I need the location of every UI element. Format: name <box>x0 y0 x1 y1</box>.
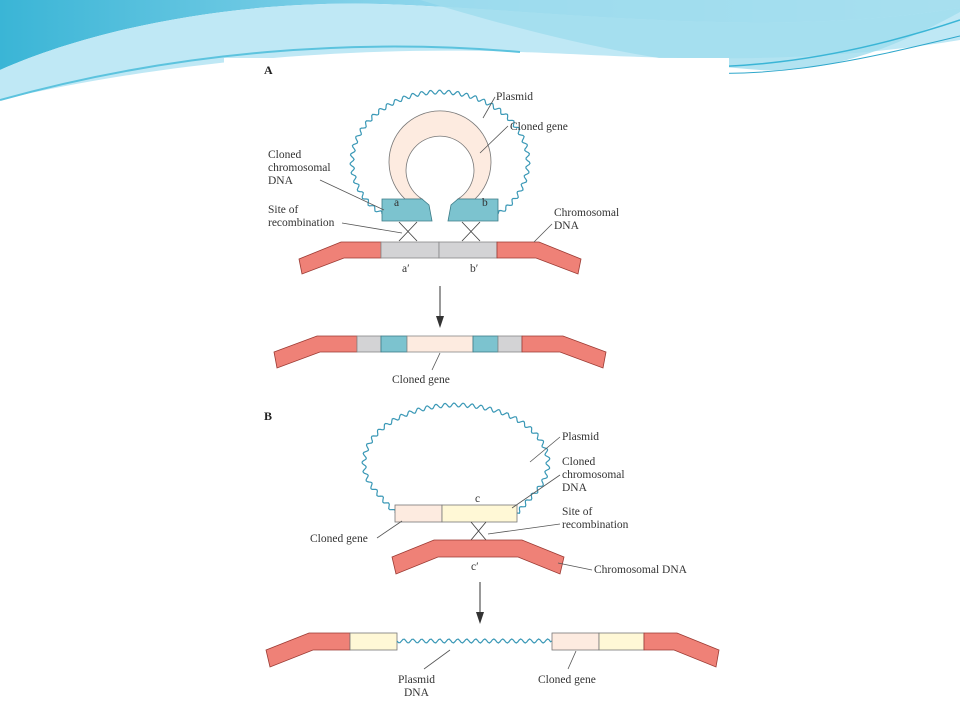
panel-a-arrow-head <box>436 316 444 328</box>
panel-a-result-cloned-gene <box>406 335 474 353</box>
panel-b-region-c-prime-label: c′ <box>471 561 479 573</box>
panel-a-site-of-recombination-leader <box>341 222 403 234</box>
panel-a: A a b a′ b′ <box>264 63 622 386</box>
panel-b-cloned-chromosomal-dna-label: Cloned chromosomal DNA <box>562 456 627 494</box>
panel-a-result-gray-right <box>497 335 523 353</box>
panel-b-chromosomal-dna-leader <box>557 562 593 571</box>
panel-a-region-a-block <box>381 198 433 222</box>
panel-a-chromosome-right-red <box>496 241 582 275</box>
panel-a-crossover-left <box>398 221 418 242</box>
panel-a-cloned-chromosomal-dna-label: Cloned chromosomal DNA <box>268 149 333 187</box>
recombination-diagram: A a b a′ b′ <box>264 63 720 699</box>
panel-a-region-b-label: b <box>482 197 488 209</box>
panel-a-region-b-prime-label: b′ <box>470 263 478 275</box>
panel-b-result-plasmid-dna-leader <box>423 649 451 670</box>
panel-a-region-a-label: a <box>394 197 399 209</box>
panel-b-plasmid-loop <box>361 402 551 514</box>
panel-a-result-left-red <box>273 335 358 369</box>
panel-b-cloned-chromosomal-block <box>441 504 518 523</box>
panel-a-region-a-prime-label: a′ <box>402 263 410 275</box>
panel-b-plasmid-leader <box>529 436 561 463</box>
panel-a-result-gray-left <box>356 335 382 353</box>
panel-b-region-c-label: c <box>475 493 480 505</box>
panel-a-result-teal-right <box>472 335 499 353</box>
panel-b-result-plasmid-dna-label: Plasmid DNA <box>398 674 438 699</box>
panel-b-result-cloned-gene-label: Cloned gene <box>538 674 596 686</box>
panel-a-plasmid-label: Plasmid <box>496 91 533 103</box>
panel-a-plasmid-leader <box>482 96 496 119</box>
panel-a-site-of-recombination-label: Site of recombination <box>268 204 335 229</box>
panel-a-crossover-right <box>461 221 481 242</box>
panel-a-chromosomal-dna-leader <box>533 223 553 243</box>
panel-b-result-right-red <box>643 632 720 668</box>
panel-a-chromosome-gray-a <box>380 241 440 259</box>
panel-a-result-cloned-gene-label: Cloned gene <box>392 374 450 386</box>
panel-b-site-of-recombination-leader <box>487 523 561 535</box>
panel-a-letter: A <box>264 63 273 77</box>
panel-a-chromosome-left-red <box>298 241 382 275</box>
panel-a-region-b-block <box>447 198 499 222</box>
banner-line-1 <box>0 45 521 101</box>
panel-b-arrow-head <box>476 612 484 624</box>
panel-a-cloned-gene-arc <box>388 110 492 200</box>
panel-a-result-leader <box>431 352 441 371</box>
panel-a-result-teal-left <box>380 335 408 353</box>
panel-a-cloned-chromosomal-dna-leader <box>319 179 385 211</box>
panel-b-result-left-red <box>265 632 351 668</box>
panel-a-chromosomal-dna-label: Chromosomal DNA <box>554 207 622 232</box>
panel-b-result-plasmid-dna <box>396 638 553 644</box>
banner-swoosh-right <box>420 0 960 71</box>
panel-a-result-right-red <box>521 335 607 369</box>
panel-b: B c c′ Plasmid Cloned chromosomal DNA <box>264 402 720 699</box>
panel-a-cloned-gene-label: Cloned gene <box>510 121 568 133</box>
panel-b-result-cloned-gene <box>551 632 600 651</box>
figure-panel: A a b a′ b′ <box>224 58 729 720</box>
panel-b-cloned-chromosomal-dna-leader <box>511 474 561 509</box>
panel-b-chromosomal-dna-label: Chromosomal DNA <box>594 564 688 576</box>
panel-b-cloned-gene-block <box>394 504 443 523</box>
panel-b-cloned-gene-leader <box>376 520 403 539</box>
panel-b-cloned-gene-label: Cloned gene <box>310 533 368 545</box>
panel-a-cloned-gene-leader <box>479 125 509 154</box>
panel-a-chromosome-gray-b <box>438 241 498 259</box>
panel-b-crossover <box>470 521 487 541</box>
panel-b-letter: B <box>264 409 272 423</box>
panel-a-plasmid-loop <box>349 89 531 215</box>
panel-b-plasmid-label: Plasmid <box>562 431 599 443</box>
panel-b-site-of-recombination-label: Site of recombination <box>562 506 629 531</box>
panel-b-result-cloned-gene-leader <box>567 650 577 670</box>
panel-b-result-left-yellow <box>349 632 398 651</box>
panel-b-chromosome <box>391 539 565 575</box>
decorative-wave-banner <box>0 0 960 101</box>
panel-b-result-right-yellow <box>598 632 645 651</box>
